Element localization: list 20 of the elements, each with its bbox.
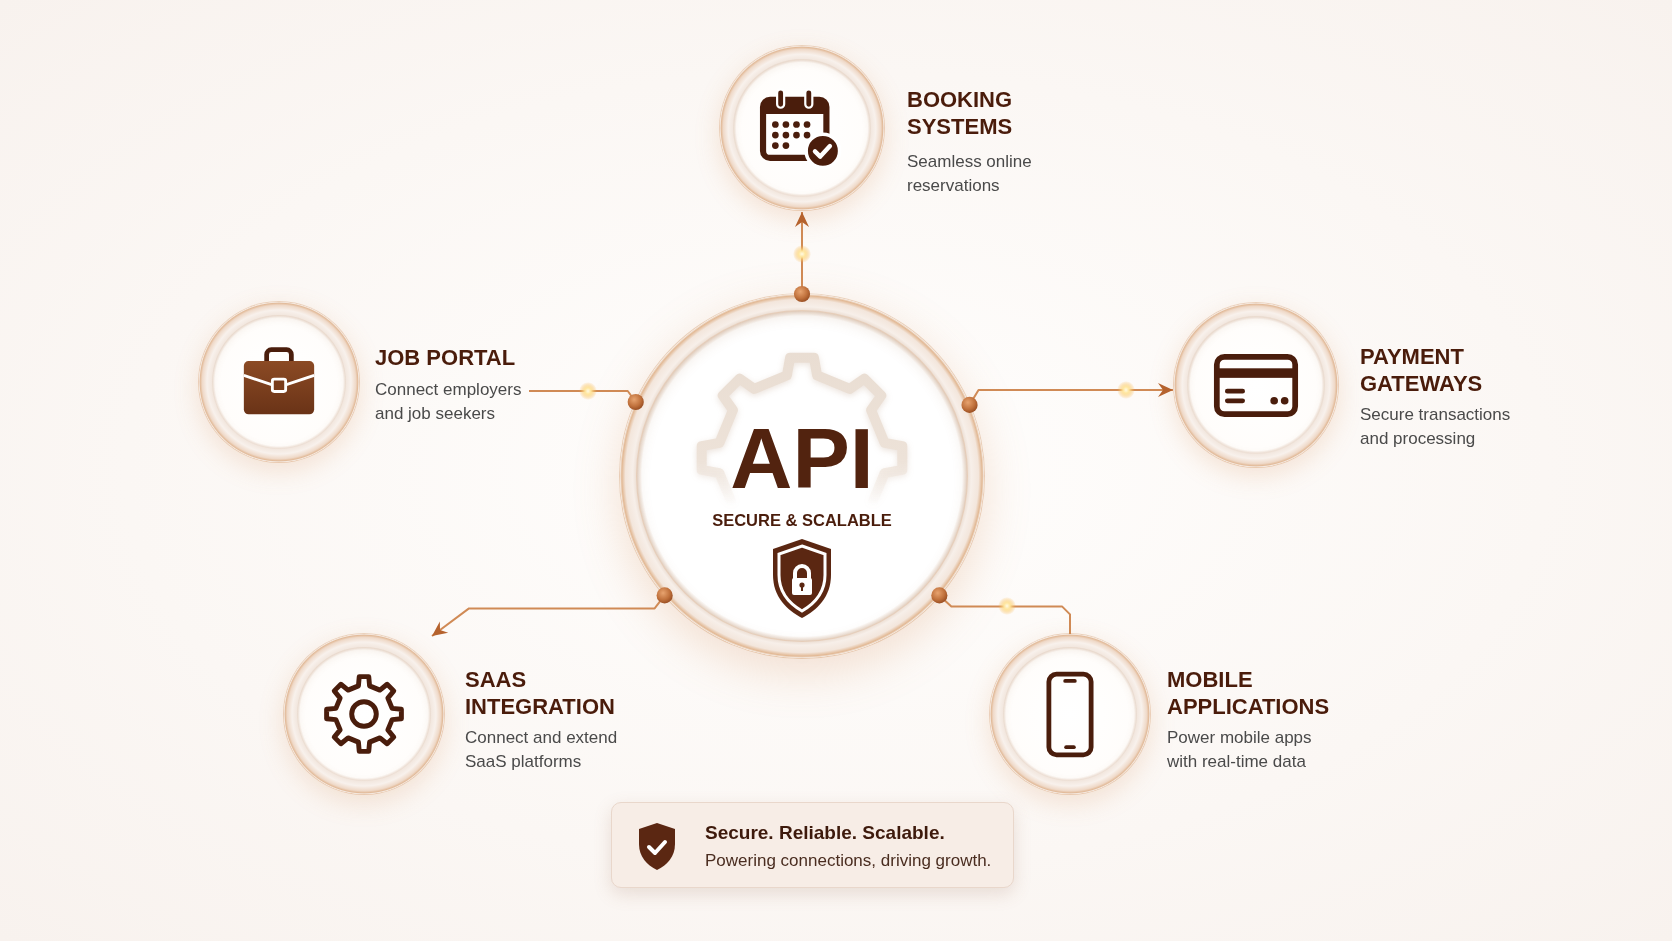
summary-text: Powering connections, driving growth.: [705, 850, 992, 872]
node-title: BOOKING SYSTEMS: [907, 86, 1014, 140]
connector-line: [961, 383, 1174, 413]
connector-line: [931, 587, 1071, 635]
node-description: Connect and extend SaaS platforms: [465, 727, 619, 773]
hub-title: API: [730, 415, 874, 501]
node-description: Power mobile apps with real-time data: [1167, 727, 1313, 773]
summary-card: [611, 802, 1014, 888]
node-title: MOBILE APPLICATIONS: [1167, 666, 1331, 720]
node-title: SAAS INTEGRATION: [465, 666, 616, 720]
connector-line: [528, 390, 644, 411]
connector-line: [431, 587, 673, 637]
connector-line: [793, 211, 811, 303]
node-title: PAYMENT GATEWAYS: [1360, 343, 1484, 397]
node-description: Connect employers and job seekers: [375, 379, 523, 425]
summary-title: Secure. Reliable. Scalable.: [705, 821, 945, 845]
node-description: Secure transactions and processing: [1360, 404, 1512, 450]
node-title: JOB PORTAL: [375, 344, 517, 371]
hub-subtitle: SECURE & SCALABLE: [712, 510, 892, 531]
node-description: Seamless online reservations: [907, 151, 1033, 197]
